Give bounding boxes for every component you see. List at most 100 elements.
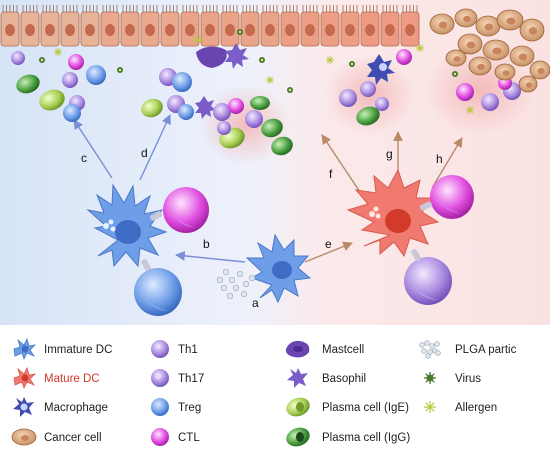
- plga-particle: [228, 276, 236, 284]
- plga-particle: [248, 274, 256, 282]
- virus-particle: [452, 71, 458, 77]
- virus-particle: [117, 67, 123, 73]
- legend-item: Treg: [151, 398, 201, 416]
- cancer-cell: [457, 33, 483, 55]
- plga-particle: [220, 284, 228, 292]
- legend-label: Allergen: [455, 402, 497, 414]
- epithelial-layer: [0, 5, 420, 47]
- plga-particle-cluster: [216, 268, 256, 300]
- th1-cell: [404, 249, 452, 305]
- legend-item: Virus: [424, 372, 481, 385]
- plga-particle: [236, 270, 244, 278]
- legend-label: Mature DC: [44, 373, 100, 385]
- legend-label: Basophil: [322, 373, 366, 385]
- legend-background: [0, 325, 550, 458]
- step-label-d: d: [141, 146, 148, 160]
- ctl-cell: [419, 175, 474, 219]
- virus-particle: [259, 57, 265, 63]
- plga-particle: [226, 292, 234, 300]
- arrow-d: [139, 114, 171, 181]
- legend-label: PLGA partic: [455, 344, 517, 356]
- mastcell-icon: [285, 340, 310, 358]
- epithelial-cell: [20, 5, 40, 47]
- legend-label: Virus: [455, 373, 481, 385]
- legend-label: Cancer cell: [44, 432, 102, 444]
- epithelial-cell: [220, 5, 240, 47]
- cancer-cell-icon: [11, 428, 37, 446]
- treg-icon: [151, 398, 169, 416]
- epithelial-cell: [300, 5, 320, 47]
- epithelial-cell: [80, 5, 100, 47]
- epithelial-cell: [160, 5, 180, 47]
- cancer-cell: [475, 15, 501, 37]
- legend-item: Immature DC: [13, 337, 112, 361]
- step-label-a: a: [252, 296, 259, 310]
- epithelial-cell: [0, 5, 20, 47]
- epithelial-cell: [360, 5, 380, 47]
- legend-label: Mastcell: [322, 344, 364, 356]
- antigen-debris: [39, 29, 474, 114]
- legend-item: Basophil: [287, 368, 366, 388]
- cell-cluster-g: [339, 49, 412, 126]
- legend-item: Mature DC: [13, 366, 100, 390]
- allergen-particle: [466, 106, 474, 114]
- legend-item: CTL: [151, 428, 200, 446]
- cell-cluster-c: [11, 51, 106, 122]
- legend-item: Mastcell: [285, 340, 364, 358]
- allergen-particle: [266, 76, 274, 84]
- legend-item: Macrophage: [13, 397, 108, 417]
- legend-item: Cancer cell: [11, 428, 102, 446]
- legend-item: Allergen: [424, 401, 497, 414]
- plga-particle: [240, 290, 248, 298]
- virus-particle: [287, 87, 293, 93]
- step-label-f: f: [329, 167, 333, 181]
- allergen-particle: [194, 36, 202, 44]
- step-label-c: c: [81, 151, 87, 165]
- epithelial-cell: [320, 5, 340, 47]
- virus-icon: [424, 372, 436, 384]
- cancer-cell: [494, 63, 516, 81]
- step-label-b: b: [203, 237, 210, 251]
- cancer-cell: [454, 8, 478, 28]
- arrow-f: [321, 134, 363, 196]
- legend-label: Plasma cell (IgG): [322, 432, 410, 444]
- epithelial-cell: [180, 5, 200, 47]
- cancer-cell: [468, 56, 492, 76]
- virus-particle: [349, 61, 355, 67]
- cancer-cell: [445, 49, 467, 67]
- epithelial-cell: [280, 5, 300, 47]
- ctl-cell: [150, 187, 209, 233]
- legend-item: Plasma cell (IgG): [286, 427, 410, 447]
- allergen-icon: [424, 401, 436, 413]
- plga-particle: [232, 284, 240, 292]
- plga-particle: [216, 276, 224, 284]
- ctl-icon: [151, 428, 169, 446]
- arrow-b: [175, 251, 246, 263]
- legend-item: Th1: [151, 340, 198, 358]
- allergen-particle: [326, 56, 334, 64]
- th1-icon: [151, 340, 169, 358]
- cancer-cell: [482, 39, 510, 61]
- plga-particle-icon: [419, 340, 441, 359]
- legend-item: Th17: [151, 369, 204, 387]
- legend-label: Th17: [178, 373, 204, 385]
- cancer-cell: [429, 13, 455, 35]
- step-label-h: h: [436, 152, 443, 166]
- epithelial-cell: [100, 5, 120, 47]
- mature-dc-right: [346, 168, 440, 258]
- treg-cell: [134, 259, 182, 316]
- epithelial-cell: [140, 5, 160, 47]
- legend-label: Treg: [178, 402, 201, 414]
- plasma-cell-igg-icon: [286, 427, 310, 447]
- arrow-c: [73, 119, 113, 179]
- cell-scene: [11, 8, 550, 316]
- cancer-cell: [509, 45, 535, 67]
- legend-item: PLGA partic: [419, 340, 517, 359]
- epithelial-cell: [200, 5, 220, 47]
- cell-cluster-d: [141, 68, 216, 120]
- epithelial-cell: [60, 5, 80, 47]
- epithelial-cell: [340, 5, 360, 47]
- cancer-cell: [519, 18, 545, 42]
- epithelial-cell: [40, 5, 60, 47]
- cancer-cell: [518, 75, 538, 93]
